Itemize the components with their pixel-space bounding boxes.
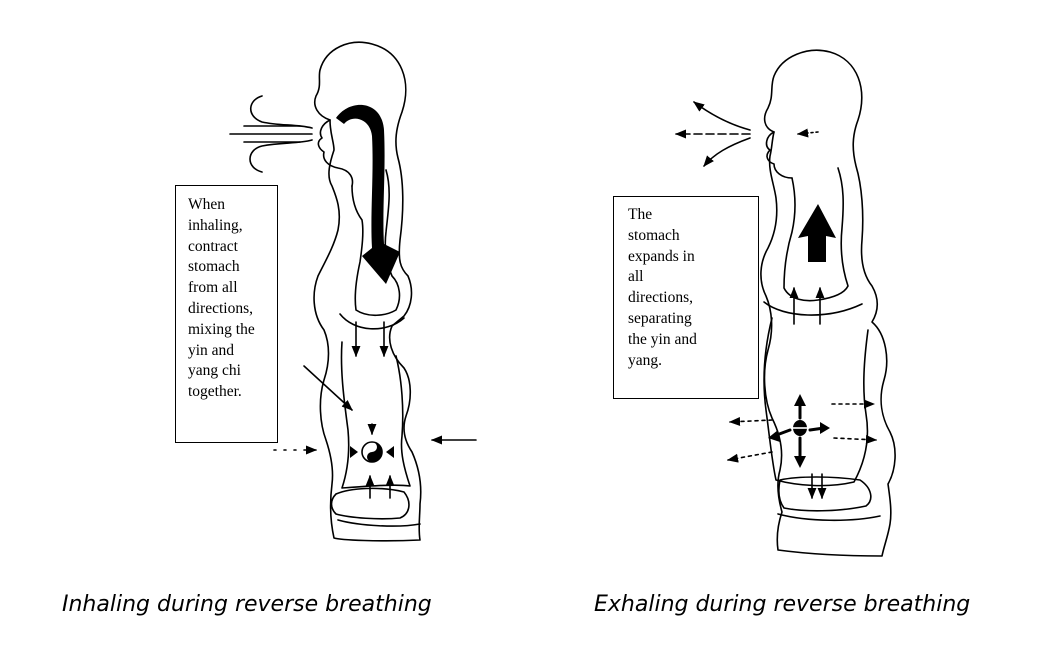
lower-cavity — [340, 341, 411, 489]
out-arrow-right-2 — [833, 435, 878, 444]
exhale-figure: The stomach expands in all directions, s… — [528, 0, 1056, 656]
inhale-figure: When inhaling, contract stomach from all… — [62, 41, 477, 617]
inhale-caption: Inhaling during reverse breathing — [62, 592, 432, 617]
exhale-breath-line-down — [703, 137, 751, 167]
inhale-breath-lines — [249, 95, 313, 129]
exhale-body-diagram — [674, 49, 896, 557]
diaphragm — [763, 301, 863, 316]
lower-cavity — [763, 317, 869, 487]
exhale-breath-line-up — [693, 101, 751, 131]
inhale-body-diagram — [229, 41, 477, 542]
pelvis — [330, 487, 410, 520]
big-up-arrow — [798, 204, 836, 262]
out-arrow-left-2 — [726, 451, 773, 463]
nose-arrow — [796, 128, 819, 138]
diaphragm — [339, 313, 405, 330]
body-outline — [760, 49, 896, 557]
inner-cavity — [783, 167, 849, 302]
separated-yin-yang-icon — [793, 420, 807, 436]
inhale-note-box: When inhaling, contract stomach from all… — [175, 185, 278, 443]
pelvis-base — [337, 519, 421, 527]
pelvis — [778, 476, 872, 512]
face-profile — [765, 131, 793, 179]
pelvis-base — [777, 513, 881, 522]
pointer-arrow — [303, 365, 353, 411]
yin-yang-icon — [361, 441, 383, 463]
exhale-note-box: The stomach expands in all directions, s… — [613, 196, 759, 399]
body-outline — [313, 41, 422, 542]
out-arrow-left-1 — [728, 417, 773, 426]
big-down-arrow — [336, 104, 400, 284]
exhale-caption: Exhaling during reverse breathing — [594, 592, 971, 617]
face-profile — [317, 119, 354, 187]
inner-cavity — [351, 169, 401, 317]
